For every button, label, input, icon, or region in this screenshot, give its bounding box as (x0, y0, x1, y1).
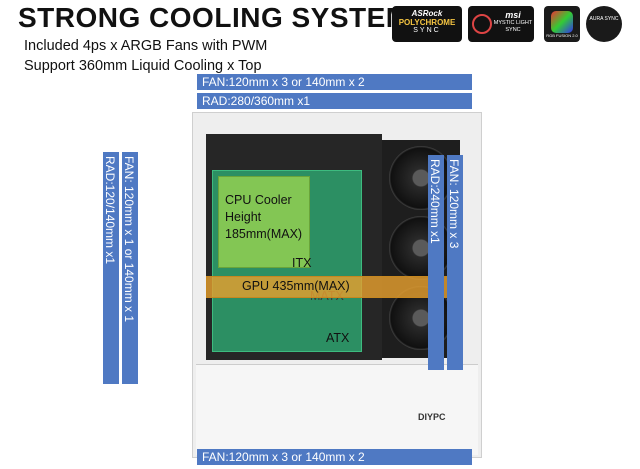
front-rad-label: RAD:120/140mm x1 (103, 156, 117, 265)
feature-line-liquid: Support 360mm Liquid Cooling x Top (24, 58, 262, 74)
side-fan-band: FAN: 120mm x 3 (447, 155, 463, 370)
rgb-fusion-icon (551, 11, 573, 33)
front-fan-band: FAN: 120mm x 1 or 140mm x 1 (122, 152, 138, 384)
rgb-ring-icon (472, 14, 492, 34)
rgb-fusion-logo: RGB FUSION 2.0 (544, 6, 580, 42)
bottom-fan-band: FAN:120mm x 3 or 140mm x 2 (197, 449, 472, 465)
page-title: STRONG COOLING SYSTEM (18, 2, 410, 33)
asrock-polychrome-logo: ASRock POLYCHROME SYNC (392, 6, 462, 42)
psu-shroud (196, 364, 478, 455)
itx-label: ITX (292, 256, 312, 270)
side-rad-label: RAD:240mm x1 (428, 159, 442, 244)
atx-label: ATX (326, 331, 350, 345)
aura-sync-logo: AURA SYNC (586, 6, 622, 42)
side-fan-label: FAN: 120mm x 3 (447, 159, 461, 249)
top-fan-band: FAN:120mm x 3 or 140mm x 2 (197, 74, 472, 90)
feature-line-fans: Included 4ps x ARGB Fans with PWM (24, 38, 268, 54)
top-rad-band: RAD:280/360mm x1 (197, 93, 472, 109)
gpu-length-label: GPU 435mm(MAX) (242, 279, 350, 293)
msi-mystic-light-logo: msi MYSTIC LIGHT SYNC (468, 6, 534, 42)
case-brand-logo: DIYPC (418, 412, 446, 422)
front-fan-label: FAN: 120mm x 1 or 140mm x 1 (122, 156, 136, 323)
cpu-cooler-label: CPU Cooler Height 185mm(MAX) (225, 193, 303, 241)
side-rad-band: RAD:240mm x1 (428, 155, 444, 370)
front-rad-band: RAD:120/140mm x1 (103, 152, 119, 384)
cpu-cooler-zone: CPU Cooler Height 185mm(MAX) (218, 176, 310, 268)
